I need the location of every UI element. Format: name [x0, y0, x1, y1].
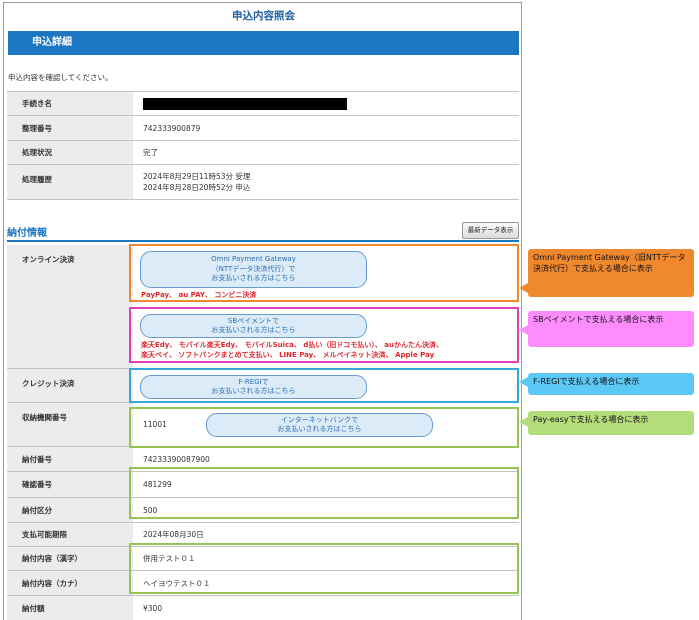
row-procedure-name: 手続き名	[7, 91, 519, 116]
deadline-label: 支払可能期限	[7, 523, 133, 546]
masked-procedure-name	[143, 97, 347, 110]
reference-number-label: 整理番号	[7, 116, 133, 140]
history-label: 処理履歴	[7, 165, 133, 199]
fregi-callout-arrow	[519, 377, 528, 387]
payeasy-callout-arrow	[519, 417, 528, 427]
payeasy-callout: Pay-easyで支払える場合に表示	[528, 411, 694, 435]
content-kanji-label: 納付内容（漢字）	[7, 547, 133, 570]
section-header-details: 申込詳細	[8, 31, 519, 55]
refresh-data-button[interactable]: 最新データ表示	[462, 222, 519, 239]
sb-payment-button[interactable]: SBペイメントで お支払いされる方はこちら	[140, 314, 367, 338]
content-kanji-value: 併用テスト０１	[143, 554, 196, 563]
history-entry: 2024年8月29日11時53分 受理	[143, 172, 251, 181]
procedure-name-label: 手続き名	[7, 92, 133, 115]
sb-callout-arrow	[519, 325, 528, 335]
content-kana-value: ヘイヨウテスト０１	[143, 578, 211, 588]
row-institution-number: 収納機関番号 11001	[7, 403, 519, 447]
row-payment-category: 納付区分 500	[7, 498, 519, 523]
row-status: 処理状況 完了	[7, 141, 519, 165]
sb-callout: SBペイメントで支払える場合に表示	[528, 311, 694, 347]
row-content-kana: 納付内容（カナ） ヘイヨウテスト０１	[7, 571, 519, 596]
history-value: 2024年8月29日11時53分 受理 2024年8月28日20時52分 申込	[133, 165, 519, 199]
row-payment-number: 納付番号 74233390087900	[7, 447, 519, 472]
confirmation-number-label: 確認番号	[7, 472, 133, 497]
netbank-payment-button[interactable]: インターネットバンクで お支払いされる方はこちら	[206, 413, 433, 437]
institution-number-value: 11001	[143, 420, 167, 429]
row-confirmation-number: 確認番号 481299	[7, 472, 519, 498]
row-amount: 納付額 ¥300	[7, 596, 519, 620]
row-content-kanji: 納付内容（漢字） 併用テスト０１	[7, 547, 519, 571]
row-history: 処理履歴 2024年8月29日11時53分 受理 2024年8月28日20時52…	[7, 165, 519, 200]
omni-callout: Omni Payment Gateway（旧NTTデータ決済代行）で支払える場合…	[528, 249, 694, 297]
row-online-payment: オンライン決済	[7, 245, 519, 369]
credit-payment-label: クレジット決済	[7, 369, 133, 402]
application-panel: 申込内容照会 申込詳細 申込内容を確認してください。 手続き名 整理番号 742…	[3, 2, 522, 620]
omni-methods: PayPay、 au PAY、 コンビニ決済	[141, 291, 257, 299]
fregi-callout: F-REGIで支払える場合に表示	[528, 373, 694, 395]
payment-section-title: 納付情報	[7, 228, 47, 239]
omni-callout-arrow	[519, 283, 528, 293]
row-deadline: 支払可能期限 2024年08月30日	[7, 523, 519, 547]
status-label: 処理状況	[7, 141, 133, 164]
amount-label: 納付額	[7, 596, 133, 620]
online-payment-label: オンライン決済	[7, 245, 133, 368]
sb-methods: 楽天Edy、 モバイル楽天Edy、 モバイルSuica、 d払い（旧ドコモ払い）…	[141, 341, 443, 360]
amount-value: ¥300	[143, 604, 163, 613]
content-kana-label: 納付内容（カナ）	[7, 571, 133, 595]
status-value: 完了	[143, 148, 158, 157]
row-reference-number: 整理番号 742333900879	[7, 116, 519, 141]
deadline-value: 2024年08月30日	[143, 530, 204, 539]
intro-text: 申込内容を確認してください。	[8, 73, 113, 82]
page-title: 申込内容照会	[232, 10, 295, 22]
history-entry: 2024年8月28日20時52分 申込	[143, 182, 251, 192]
payment-number-value: 74233390087900	[143, 454, 210, 464]
payment-category-label: 納付区分	[7, 498, 133, 522]
reference-number-value: 742333900879	[143, 123, 201, 133]
payment-category-value: 500	[143, 505, 158, 515]
fregi-payment-button[interactable]: F-REGIで お支払いされる方はこちら	[140, 375, 367, 399]
section-divider	[7, 240, 519, 242]
omni-payment-button[interactable]: Omni Payment Gateway （NTTデータ決済代行）で お支払いさ…	[140, 251, 367, 288]
confirmation-number-value: 481299	[143, 480, 172, 489]
institution-number-label: 収納機関番号	[7, 403, 133, 446]
procedure-name-value	[133, 92, 519, 115]
payment-number-label: 納付番号	[7, 447, 133, 471]
